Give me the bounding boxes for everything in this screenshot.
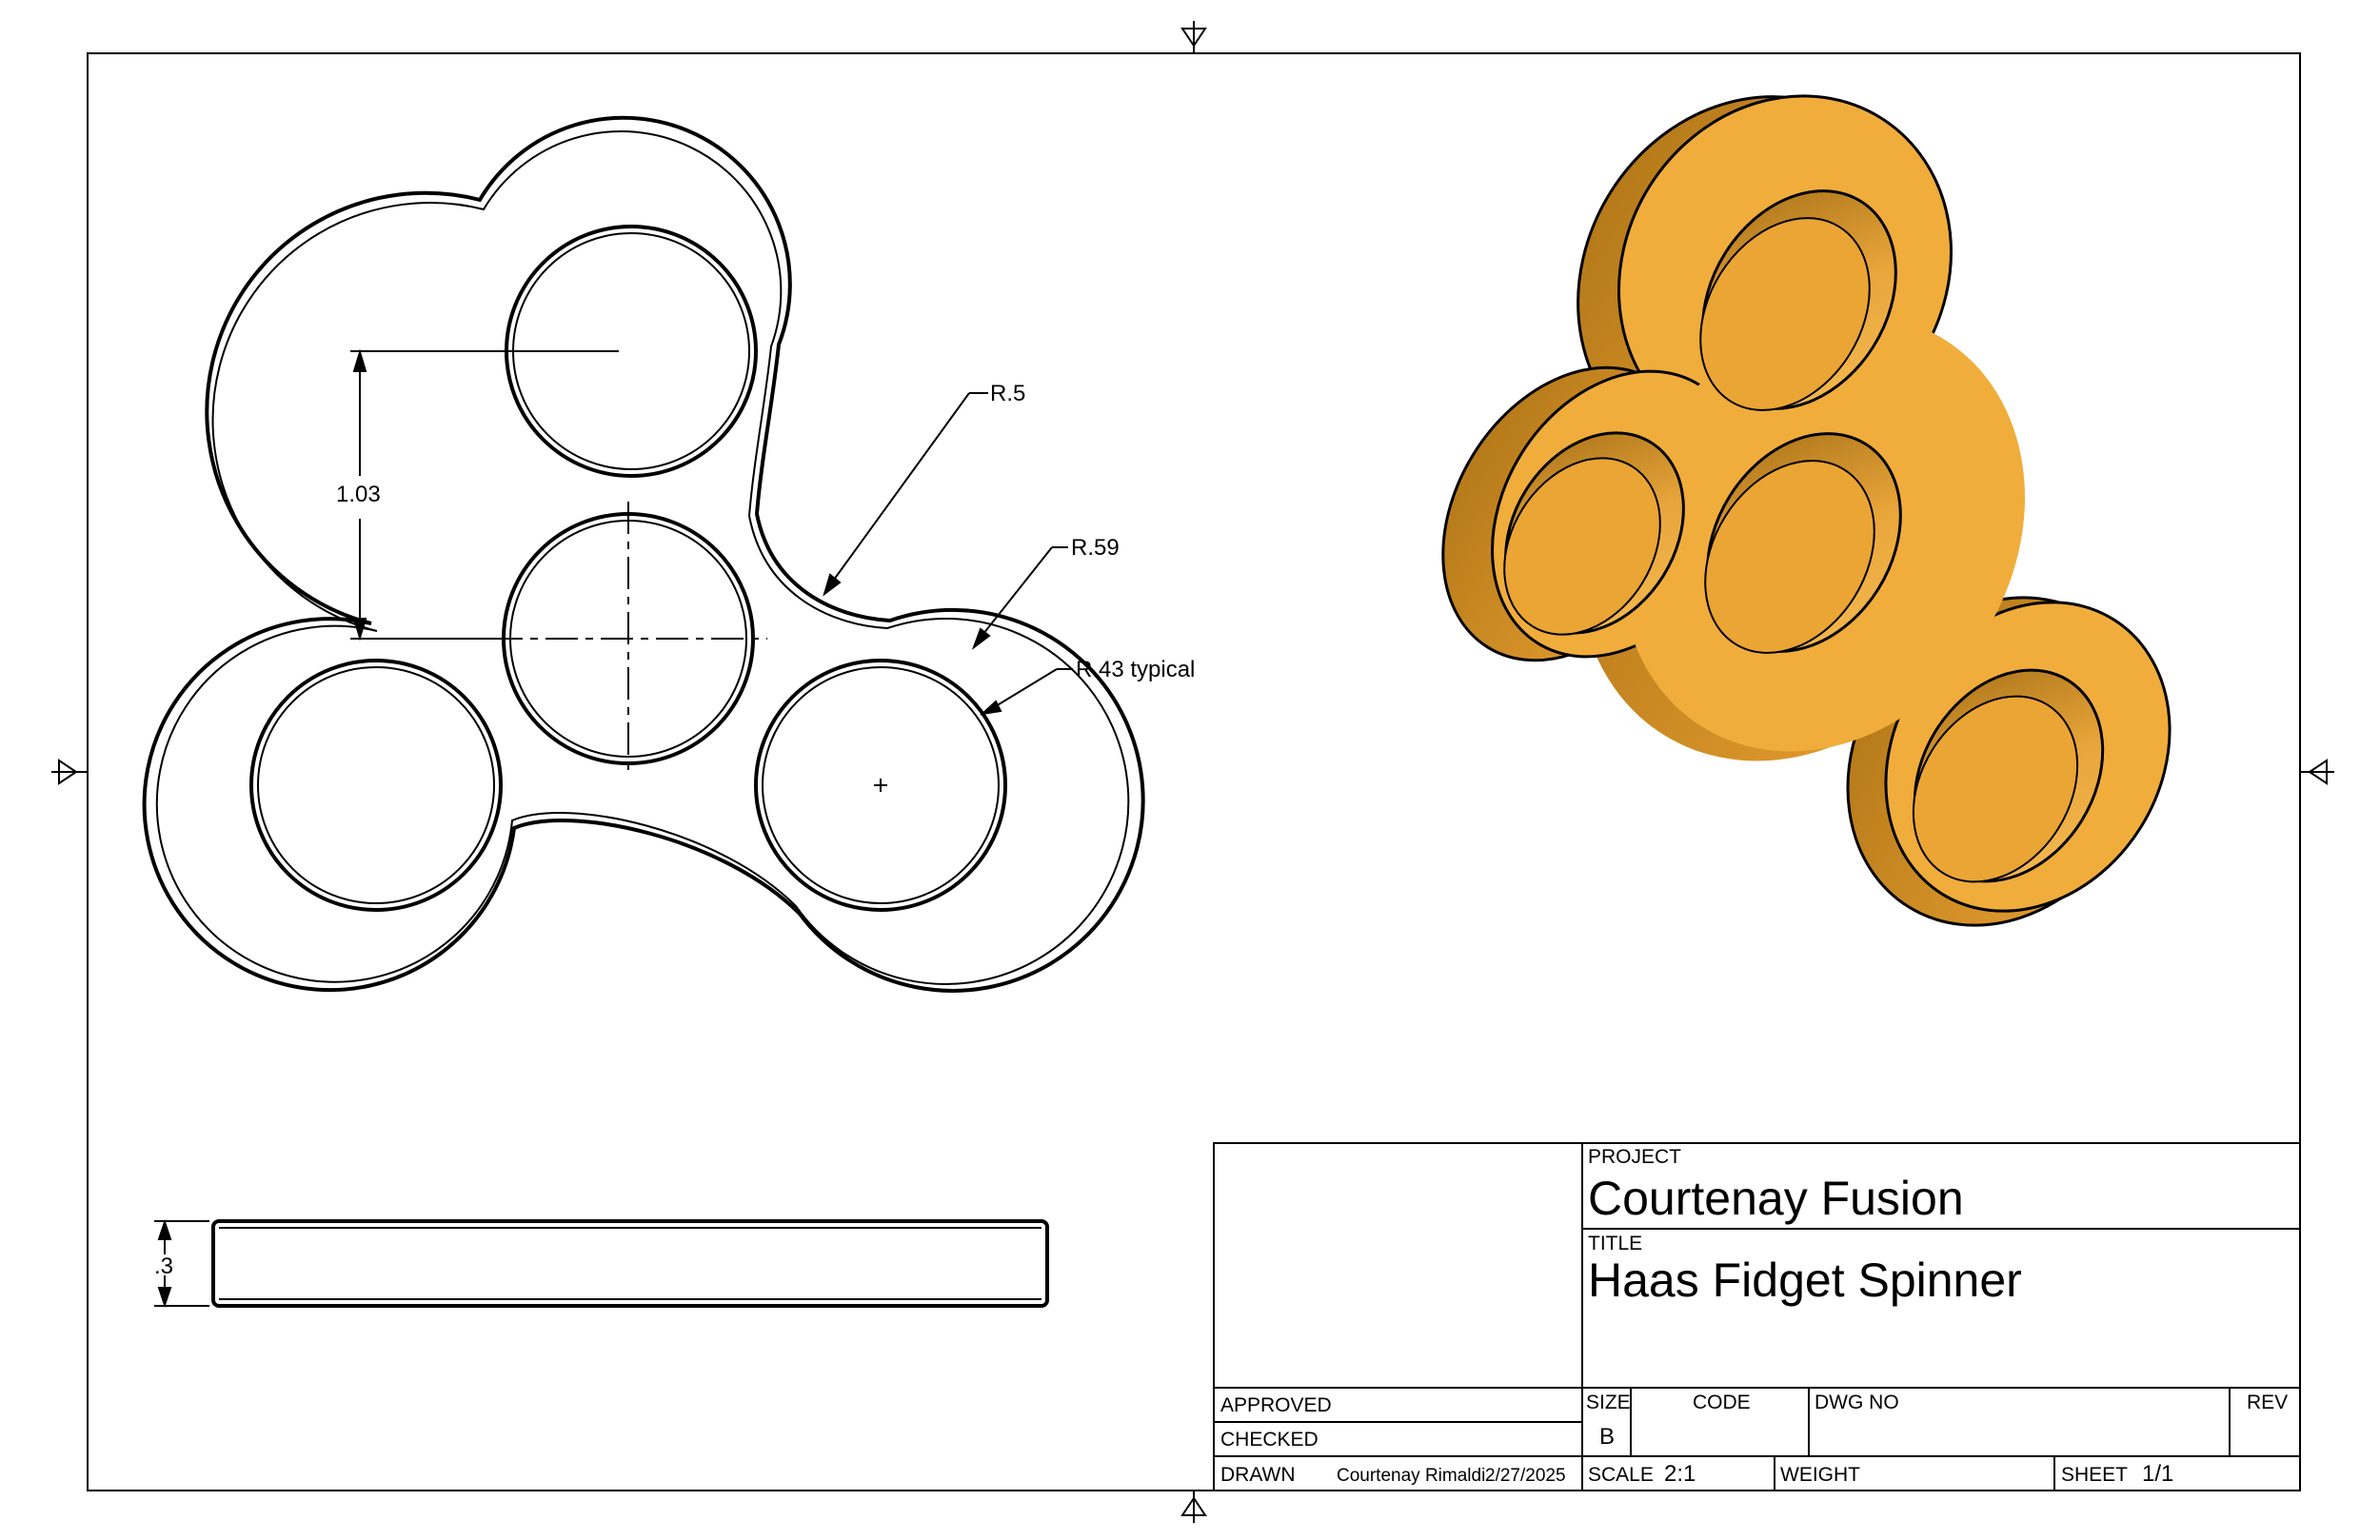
title-block-lines (1213, 1142, 2301, 1491)
leader-r43 (979, 668, 1073, 716)
iso-hole-left (1503, 431, 1685, 636)
code-label: CODE (1693, 1392, 1751, 1413)
side-view-body (211, 1219, 1049, 1308)
weight-label: WEIGHT (1780, 1464, 1860, 1486)
drawn-date: 2/27/2025 (1485, 1466, 1566, 1486)
title-label: TITLE (1588, 1233, 1642, 1254)
dim-label-thickness: .3 (154, 1254, 173, 1279)
drawn-by: Courtenay Rimaldi (1337, 1466, 1485, 1486)
hole-left (249, 659, 503, 912)
project-label: PROJECT (1588, 1146, 1681, 1168)
rev-label: REV (2247, 1392, 2288, 1413)
iso-hole-right (1912, 668, 2105, 883)
size-value: B (1599, 1424, 1615, 1450)
approved-label: APPROVED (1220, 1394, 1332, 1416)
dim-label-1-03: 1.03 (336, 482, 381, 507)
dim-label-r59: R.59 (1071, 535, 1120, 561)
checked-label: CHECKED (1220, 1429, 1319, 1451)
centering-mark-bottom (1180, 1491, 1207, 1523)
dimension-0-3 (154, 1218, 209, 1309)
center-lines (490, 502, 767, 777)
leader-r59 (971, 546, 1068, 650)
drawing-title: Haas Fidget Spinner (1588, 1254, 2022, 1307)
dim-label-r43: R.43 typical (1076, 657, 1195, 682)
dim-label-r5: R.5 (990, 381, 1025, 406)
center-mark-right-hole (874, 779, 887, 792)
centering-mark-top (1180, 21, 1207, 53)
project-name: Courtenay Fusion (1588, 1172, 1964, 1225)
sheet-value: 1/1 (2142, 1461, 2173, 1487)
scale-label: SCALE (1588, 1464, 1654, 1486)
leader-r5 (823, 392, 988, 597)
dwg-no-label: DWG NO (1815, 1392, 1899, 1413)
side-view (154, 1218, 1049, 1309)
spinner-outer-profile-inner-edge (155, 129, 1130, 985)
hole-right (754, 659, 1007, 912)
size-label: SIZE (1586, 1392, 1631, 1413)
iso-hole-center (1704, 432, 1902, 654)
centering-mark-left (51, 759, 88, 785)
isometric-view (1441, 94, 2172, 927)
centering-mark-right (2300, 759, 2334, 785)
top-view (142, 115, 1145, 993)
dimension-1-03 (350, 348, 619, 642)
sheet-label: SHEET (2061, 1464, 2128, 1486)
iso-hole-top (1699, 189, 1897, 411)
spinner-outer-profile (142, 115, 1145, 993)
drawn-label: DRAWN (1220, 1464, 1296, 1486)
scale-value: 2:1 (1664, 1461, 1696, 1487)
